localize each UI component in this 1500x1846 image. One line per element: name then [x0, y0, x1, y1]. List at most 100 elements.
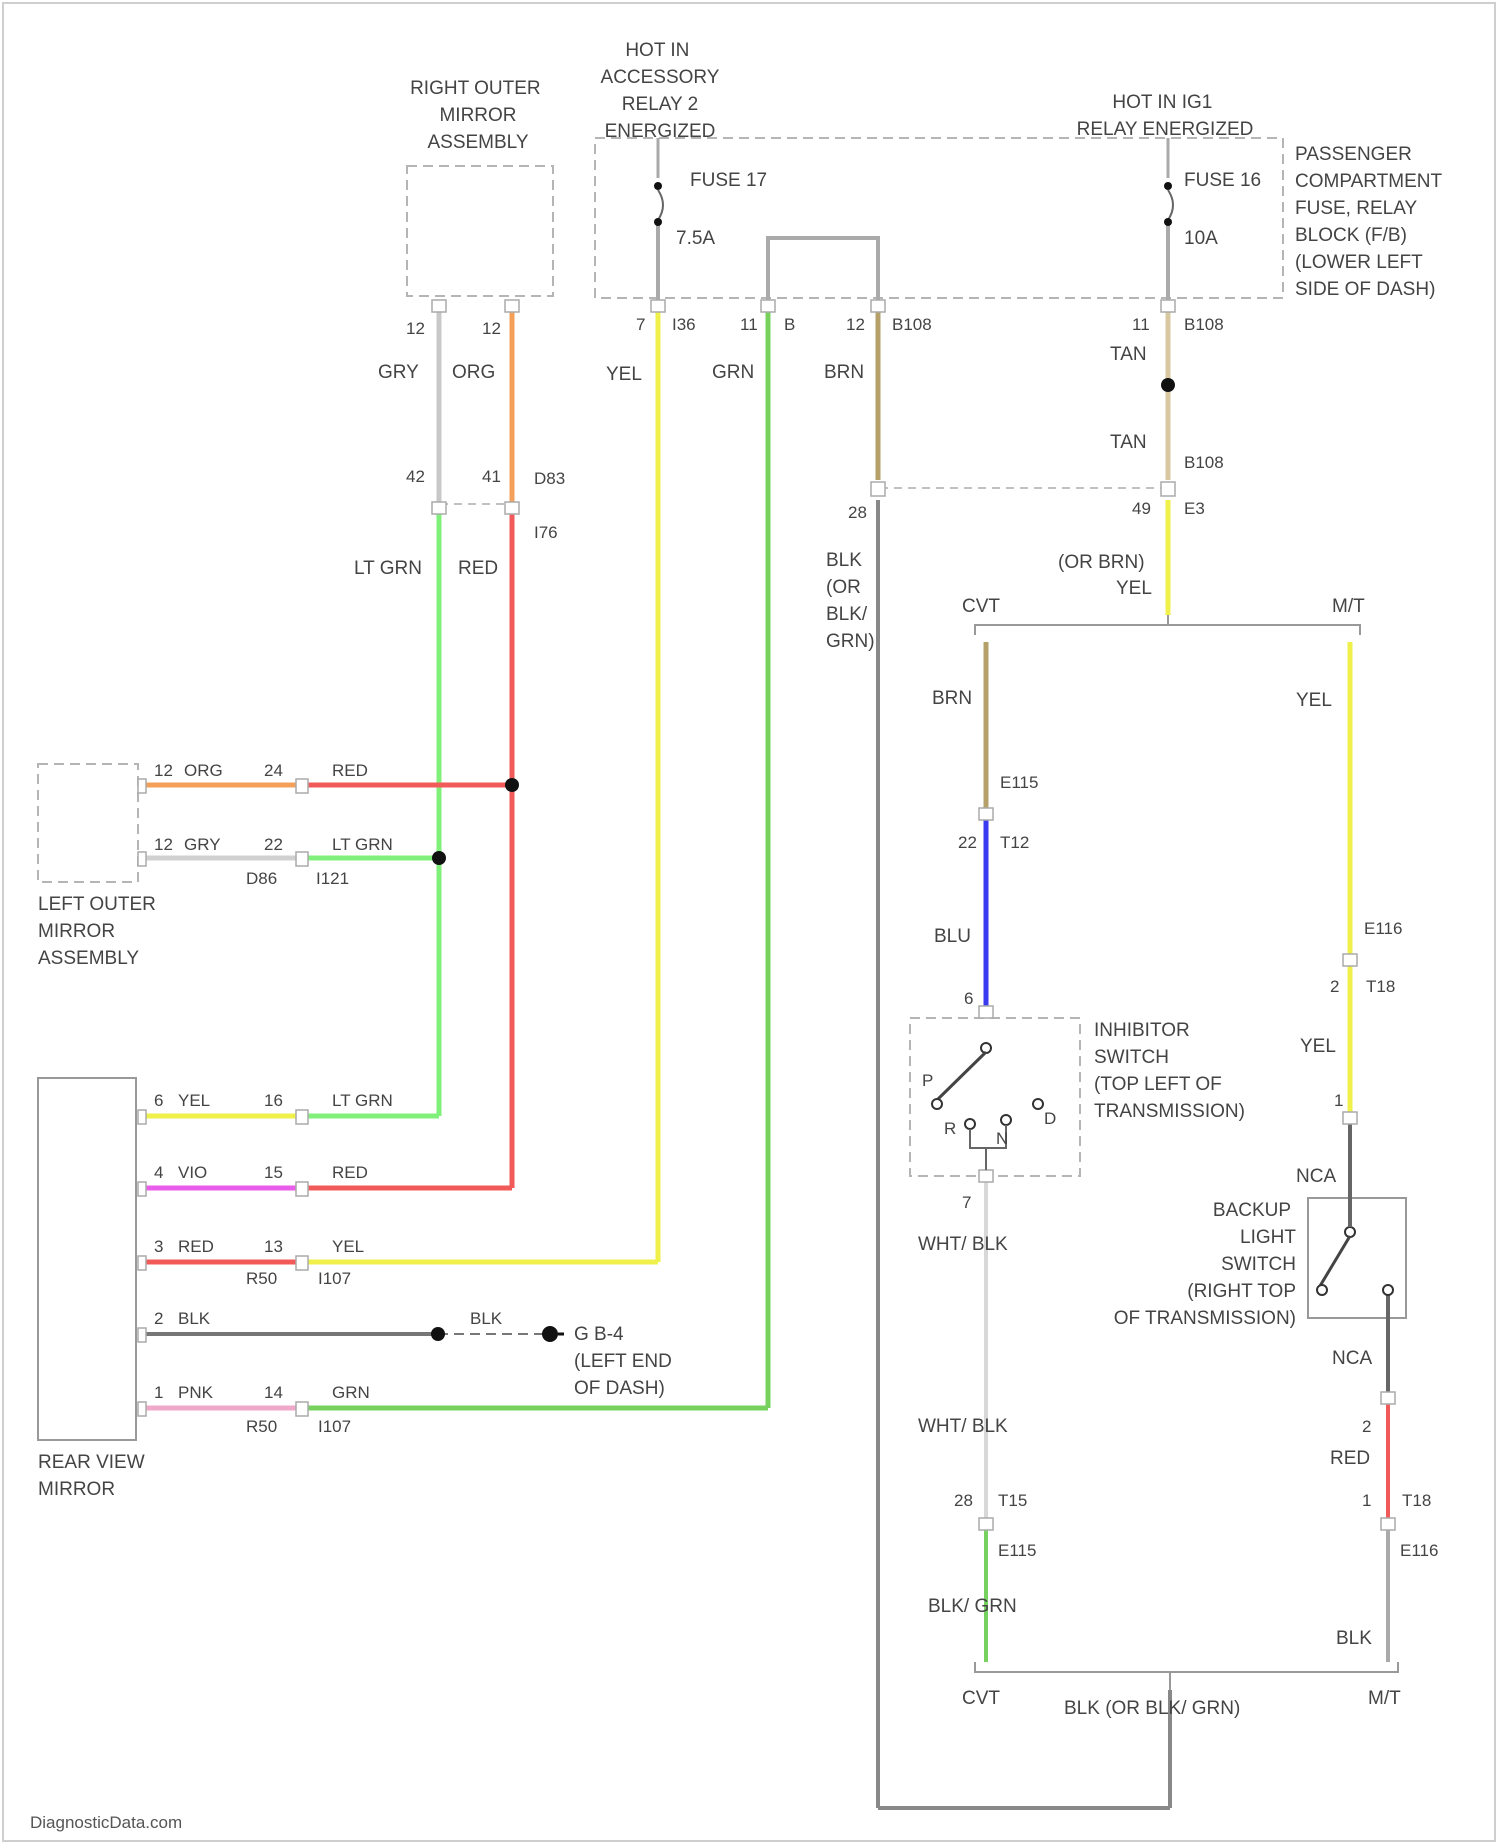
splice-red: [505, 778, 519, 792]
svg-text:6: 6: [964, 989, 973, 1008]
svg-text:7: 7: [636, 315, 645, 334]
fuse-16: [1164, 138, 1173, 226]
svg-text:LT GRN: LT GRN: [332, 835, 393, 854]
left-mirror-box: [38, 764, 138, 882]
svg-text:14: 14: [264, 1383, 283, 1402]
svg-text:BRN: BRN: [824, 362, 864, 383]
svg-text:24: 24: [264, 761, 283, 780]
inhibitor-switch-box: [910, 1018, 1080, 1176]
svg-text:E3: E3: [1184, 499, 1205, 518]
svg-text:15: 15: [264, 1163, 283, 1182]
svg-text:22: 22: [958, 833, 977, 852]
svg-text:T12: T12: [1000, 833, 1029, 852]
svg-text:B108: B108: [1184, 453, 1224, 472]
svg-text:TAN: TAN: [1110, 432, 1147, 453]
ground-icon: [542, 1326, 564, 1342]
svg-text:22: 22: [264, 835, 283, 854]
svg-text:I76: I76: [534, 523, 558, 542]
diagram-frame: [3, 3, 1495, 1841]
svg-text:E115: E115: [998, 1541, 1036, 1560]
svg-text:WHT/ BLK: WHT/ BLK: [918, 1234, 1008, 1255]
svg-text:42: 42: [406, 467, 425, 486]
cvt-mt-bottom-bracket: [975, 1662, 1398, 1672]
rear-view-mirror-box: [38, 1078, 136, 1440]
svg-text:BRN: BRN: [932, 688, 972, 709]
svg-text:11: 11: [1132, 315, 1150, 334]
cvt-top-label: CVT: [962, 596, 1000, 617]
svg-text:T18: T18: [1366, 977, 1395, 996]
svg-text:BLK: BLK: [1336, 1628, 1372, 1649]
svg-text:GRN: GRN: [332, 1383, 370, 1402]
svg-text:B108: B108: [892, 315, 932, 334]
cvt-bottom-label: CVT: [962, 1688, 1000, 1709]
mt-top-label: M/T: [1332, 596, 1365, 617]
svg-text:16: 16: [264, 1091, 283, 1110]
mt-bottom-label: M/T: [1368, 1688, 1401, 1709]
inh-p: P: [922, 1071, 933, 1090]
right-mirror-box: [407, 166, 553, 296]
rear-view-mirror-label: REAR VIEW MIRROR: [38, 1452, 150, 1500]
svg-text:1: 1: [1362, 1491, 1371, 1510]
svg-text:6: 6: [154, 1091, 163, 1110]
svg-text:3: 3: [154, 1237, 163, 1256]
svg-text:1: 1: [154, 1383, 163, 1402]
svg-text:12: 12: [846, 315, 865, 334]
watermark: DiagnosticData.com: [30, 1813, 182, 1832]
svg-text:ORG: ORG: [184, 761, 223, 780]
svg-text:T18: T18: [1402, 1491, 1431, 1510]
svg-text:28: 28: [848, 503, 867, 522]
svg-text:LT GRN: LT GRN: [354, 558, 422, 579]
svg-text:GRY: GRY: [184, 835, 221, 854]
svg-text:2: 2: [1362, 1417, 1371, 1436]
svg-text:PNK: PNK: [178, 1383, 214, 1402]
svg-text:RED: RED: [332, 761, 368, 780]
fuse16-amp: 10A: [1184, 228, 1218, 249]
svg-text:WHT/ BLK: WHT/ BLK: [918, 1416, 1008, 1437]
svg-text:BLK/ GRN: BLK/ GRN: [928, 1596, 1017, 1617]
svg-text:I36: I36: [672, 315, 696, 334]
splice-lt-grn: [432, 851, 446, 865]
svg-text:RED: RED: [458, 558, 498, 579]
svg-text:I107: I107: [318, 1269, 351, 1288]
svg-text:12: 12: [154, 761, 173, 780]
svg-text:YEL: YEL: [1300, 1036, 1336, 1057]
svg-text:ORG: ORG: [452, 362, 495, 383]
inh-n: N: [996, 1129, 1008, 1148]
inh-d: D: [1044, 1109, 1056, 1128]
svg-text:R50: R50: [246, 1269, 277, 1288]
svg-text:BLK: BLK: [470, 1309, 503, 1328]
svg-text:41: 41: [482, 467, 501, 486]
svg-text:2: 2: [154, 1309, 163, 1328]
svg-text:VIO: VIO: [178, 1163, 207, 1182]
svg-text:TAN: TAN: [1110, 344, 1147, 365]
svg-text:YEL: YEL: [606, 364, 642, 385]
svg-text:I107: I107: [318, 1417, 351, 1436]
svg-text:49: 49: [1132, 499, 1151, 518]
backup-label: BACKUP LIGHTSWITCH(RIGHT TOPOF TRANSMISS…: [1114, 1200, 1297, 1329]
svg-text:12: 12: [406, 319, 425, 338]
hot-in-acc-label: HOT IN ACCESSORYRELAY 2ENERGIZED: [601, 40, 720, 142]
svg-text:11: 11: [740, 315, 758, 334]
svg-text:YEL: YEL: [332, 1237, 364, 1256]
fuse17-amp: 7.5A: [676, 228, 715, 249]
svg-text:LT GRN: LT GRN: [332, 1091, 393, 1110]
svg-text:RED: RED: [1330, 1448, 1370, 1469]
inhibitor-switch-contacts: [932, 1043, 1043, 1170]
svg-text:28: 28: [954, 1491, 973, 1510]
svg-text:YEL: YEL: [1116, 578, 1152, 599]
svg-text:4: 4: [154, 1163, 163, 1182]
svg-text:(OR BRN): (OR BRN): [1058, 552, 1145, 573]
splice-blk: [431, 1327, 445, 1341]
svg-text:12: 12: [154, 835, 173, 854]
svg-text:GRN: GRN: [712, 362, 754, 383]
svg-text:RED: RED: [332, 1163, 368, 1182]
svg-text:T15: T15: [998, 1491, 1027, 1510]
svg-text:BLU: BLU: [934, 926, 971, 947]
svg-text:E116: E116: [1400, 1541, 1438, 1560]
fuse-block-box: [595, 138, 1283, 298]
